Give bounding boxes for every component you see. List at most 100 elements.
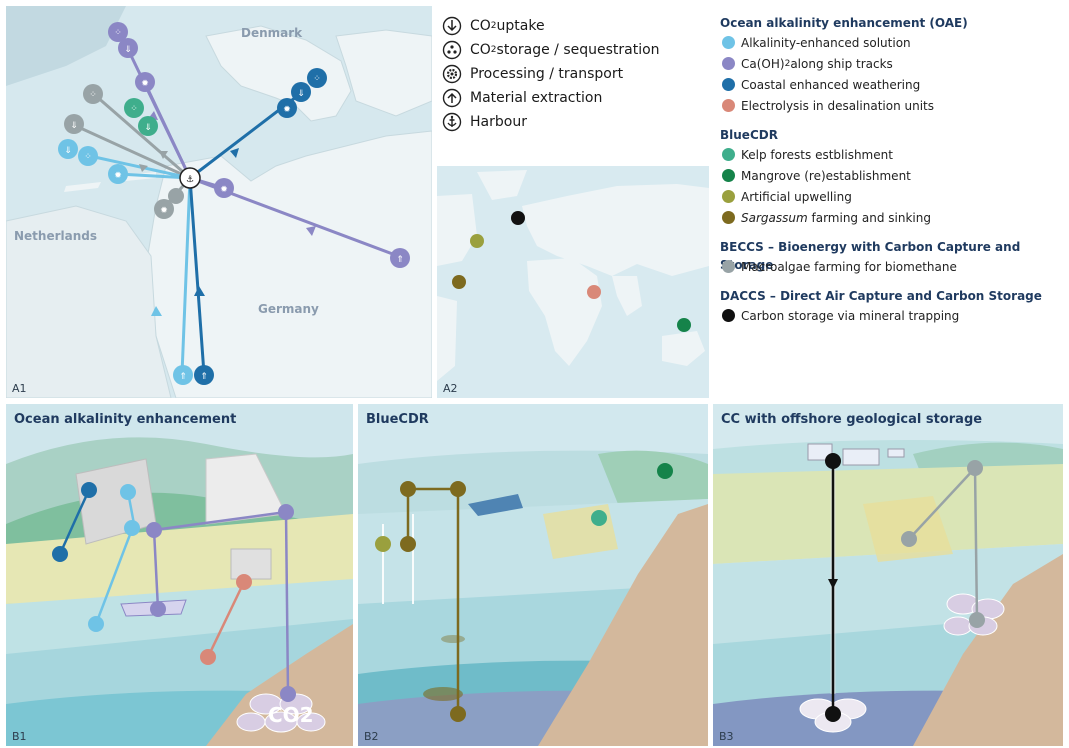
svg-text:⇑: ⇑	[200, 372, 208, 382]
co2-storage-icon	[442, 40, 462, 60]
legend-item: Artificial upwelling	[720, 186, 1065, 207]
co2-uptake-icon: ⇓	[64, 114, 84, 134]
route-line	[188, 176, 206, 376]
processing-gear-icon	[442, 64, 462, 84]
material-extraction-icon	[442, 88, 462, 108]
panel-b3-geological-storage: CC with offshore geological storage B3	[713, 404, 1063, 746]
co2-storage-icon: ⁘	[124, 98, 144, 118]
material-extraction-icon: ⇑	[194, 365, 214, 385]
legend-dot	[722, 57, 735, 70]
b1-weathering-path	[58, 489, 91, 555]
b1-node	[52, 546, 68, 562]
marker-upwelling	[470, 234, 484, 248]
symbol-row-extraction: Material extraction	[442, 86, 712, 110]
legend-item: Macroalgae farming for biomethane	[720, 256, 1065, 277]
co2-storage-icon: ⁘	[78, 146, 98, 166]
legend-heading-oae: Ocean alkalinity enhancement (OAE)	[720, 16, 968, 30]
route-line	[180, 176, 192, 376]
svg-text:⇓: ⇓	[144, 123, 152, 133]
b2-node	[400, 481, 416, 497]
route-line	[142, 79, 192, 180]
harbour-anchor-icon	[442, 112, 462, 132]
b2-scene-svg	[358, 404, 708, 746]
co2-storage-icon: ⁘	[108, 22, 128, 42]
co2-storage-icon: ⁘	[307, 68, 327, 88]
panel-title-b2: BlueCDR	[366, 412, 429, 427]
svg-text:✹: ✹	[141, 79, 149, 89]
panel-b2-bluecdr: BlueCDR B2	[358, 404, 708, 746]
b2-node	[400, 536, 416, 552]
co2-storage-icon: ⁘	[83, 84, 103, 104]
co2-label: CO2	[268, 703, 314, 727]
co2-uptake-icon: ⇓	[291, 82, 311, 102]
b1-node	[278, 504, 294, 520]
svg-text:⇓: ⇓	[64, 146, 72, 156]
b3-beccs-path	[908, 467, 976, 540]
b3-node	[901, 531, 917, 547]
co2-uptake-icon	[442, 16, 462, 36]
b2-node	[591, 510, 607, 526]
svg-text:⇓: ⇓	[124, 45, 132, 55]
legend-heading-bluecdr: BlueCDR	[720, 128, 778, 142]
route-line	[94, 94, 192, 180]
legend-dot	[722, 169, 735, 182]
svg-text:⁘: ⁘	[313, 74, 321, 84]
b3-node	[825, 453, 841, 469]
b1-scene-svg: CO2	[6, 404, 353, 746]
legend-item: Kelp forests estblishment	[720, 144, 1065, 165]
panel-label-b2: B2	[364, 730, 379, 743]
panel-a2-world-map: A2	[437, 166, 709, 398]
symbol-row-processing: Processing / transport	[442, 62, 712, 86]
b1-node	[146, 522, 162, 538]
netherlands-label: Netherlands	[14, 229, 98, 243]
harbour-anchor-icon: ⚓	[179, 167, 201, 189]
processing-gear-icon: ✹	[108, 164, 128, 184]
legend-heading-beccs: BECCS – Bioenergy with Carbon Capture an…	[720, 240, 1021, 272]
legend-heading-daccs: DACCS – Direct Air Capture and Carbon St…	[720, 289, 1042, 303]
legend-dot	[722, 36, 735, 49]
svg-text:✹: ✹	[220, 185, 228, 195]
svg-text:⇑: ⇑	[396, 255, 404, 265]
route-line	[116, 172, 192, 180]
germany-label: Germany	[258, 302, 319, 316]
b3-node	[967, 460, 983, 476]
svg-text:⇑: ⇑	[179, 372, 187, 382]
b1-node	[200, 649, 216, 665]
processing-gear-icon: ✹	[135, 72, 155, 92]
b1-node	[236, 574, 252, 590]
co2-uptake-icon: ⇓	[118, 38, 138, 58]
panel-a1-north-sea-map: ⁘ ⇓ ✹ ⁘ ⁘ ⇓ ⇓ ⇓ ⁘ ✹ ✹ ✹ ✹ ⇓ ⁘ ⇑ ⇑ ⇑ ⚓ De…	[6, 6, 432, 398]
co2-uptake-icon: ⇓	[138, 116, 158, 136]
marker-electrolysis	[587, 285, 601, 299]
b1-caoh-storage-path	[284, 511, 290, 695]
legend-dot	[722, 211, 735, 224]
svg-text:⇓: ⇓	[297, 89, 305, 99]
svg-text:✹: ✹	[283, 105, 291, 115]
panel-label-b1: B1	[12, 730, 27, 743]
panel-b1-ocean-alkalinity: CO2 Ocean alkalinity enhancement B1	[6, 404, 353, 746]
b2-node	[450, 706, 466, 722]
marker-sargassum	[452, 275, 466, 289]
material-extraction-icon: ⇑	[390, 248, 410, 268]
panel-label-a2: A2	[443, 382, 458, 395]
panel-title-b3: CC with offshore geological storage	[721, 412, 983, 427]
svg-text:⁘: ⁘	[84, 152, 92, 162]
b3-node	[969, 612, 985, 628]
b3-beccs-path	[973, 467, 979, 621]
b2-node	[450, 481, 466, 497]
processing-gear-icon: ✹	[154, 199, 174, 219]
world-map-svg	[437, 166, 709, 398]
north-sea-map-svg: ⁘ ⇓ ✹ ⁘ ⁘ ⇓ ⇓ ⇓ ⁘ ✹ ✹ ✹ ✹ ⇓ ⁘ ⇑ ⇑ ⇑ ⚓	[6, 6, 432, 398]
svg-text:⁘: ⁘	[89, 90, 97, 100]
b1-electrolysis-path	[206, 581, 246, 658]
b1-node	[280, 686, 296, 702]
panel-title-b1: Ocean alkalinity enhancement	[14, 412, 237, 427]
svg-text:⁘: ⁘	[114, 28, 122, 38]
svg-text:✹: ✹	[114, 171, 122, 181]
legend-dot	[722, 309, 735, 322]
svg-text:⚓: ⚓	[186, 175, 194, 185]
svg-text:✹: ✹	[160, 206, 168, 216]
legend-dot	[722, 190, 735, 203]
